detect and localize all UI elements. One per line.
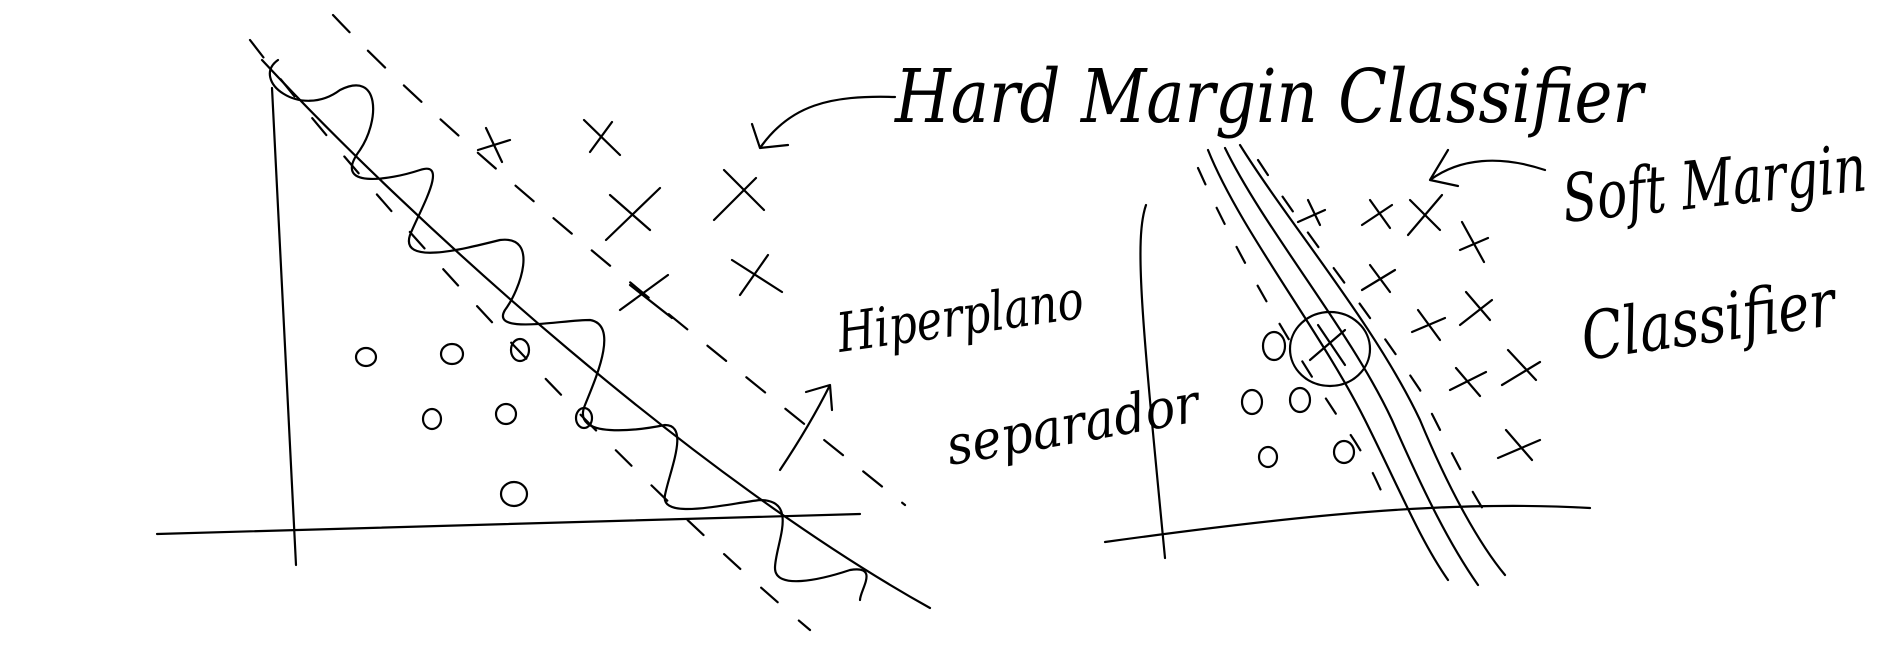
o-marker xyxy=(1261,330,1287,362)
x-marker xyxy=(1360,263,1397,294)
left-upper-margin-dashes xyxy=(331,13,907,507)
x-marker xyxy=(1458,290,1494,327)
x-marker xyxy=(730,253,784,297)
x-marker xyxy=(1500,348,1542,387)
x-marker xyxy=(618,273,674,320)
left-x-markers xyxy=(476,118,784,320)
o-marker xyxy=(1257,445,1279,469)
o-marker xyxy=(354,346,378,368)
o-marker xyxy=(1332,439,1356,465)
left-o-markers xyxy=(354,337,594,508)
x-marker xyxy=(1360,198,1394,230)
x-marker xyxy=(1308,323,1347,367)
left-lower-margin-dashes xyxy=(248,38,812,632)
right-y-axis xyxy=(1139,203,1167,560)
o-marker xyxy=(509,337,531,363)
right-hyperplane-line xyxy=(1223,146,1480,587)
x-marker xyxy=(1448,366,1488,398)
arrow-to-hyperplane xyxy=(778,383,834,472)
misclassified-circle xyxy=(1288,310,1372,388)
hyperplane-label-line1: Hiperplano xyxy=(832,268,1087,365)
left-x-axis xyxy=(155,512,862,536)
x-marker xyxy=(1296,198,1327,227)
hard-margin-label: Hard Margin Classifier xyxy=(893,54,1647,140)
o-marker xyxy=(421,407,443,431)
x-marker xyxy=(1406,193,1444,237)
o-marker xyxy=(494,402,518,426)
x-marker xyxy=(1458,220,1490,264)
o-marker xyxy=(574,406,594,430)
right-dashes-left xyxy=(1196,166,1392,512)
x-marker xyxy=(1410,308,1447,342)
x-marker xyxy=(476,126,512,164)
right-panel-soft-margin: Soft Margin Classifier xyxy=(1103,129,1870,587)
o-marker xyxy=(439,342,465,366)
right-x-axis xyxy=(1103,504,1592,544)
left-y-axis xyxy=(270,86,298,567)
o-marker xyxy=(1240,388,1264,416)
right-margin-line-left xyxy=(1206,148,1450,582)
soft-margin-label-line2: Classifier xyxy=(1577,264,1843,376)
left-squiggly-boundary xyxy=(268,58,868,602)
arrow-to-soft-margin xyxy=(1428,148,1547,188)
x-marker xyxy=(1496,428,1542,462)
soft-margin-label-line1: Soft Margin xyxy=(1559,129,1870,237)
o-marker xyxy=(1288,386,1312,414)
x-marker xyxy=(582,118,622,157)
x-marker xyxy=(712,168,766,222)
hyperplane-label-line2: separador xyxy=(941,371,1206,478)
right-o-markers xyxy=(1240,330,1356,469)
left-hyperplane-line xyxy=(260,58,932,610)
arrow-to-hard-margin xyxy=(750,95,897,150)
right-margin-line-right xyxy=(1238,143,1507,577)
o-marker xyxy=(499,480,529,508)
right-x-markers xyxy=(1296,193,1542,462)
x-marker xyxy=(604,186,662,242)
